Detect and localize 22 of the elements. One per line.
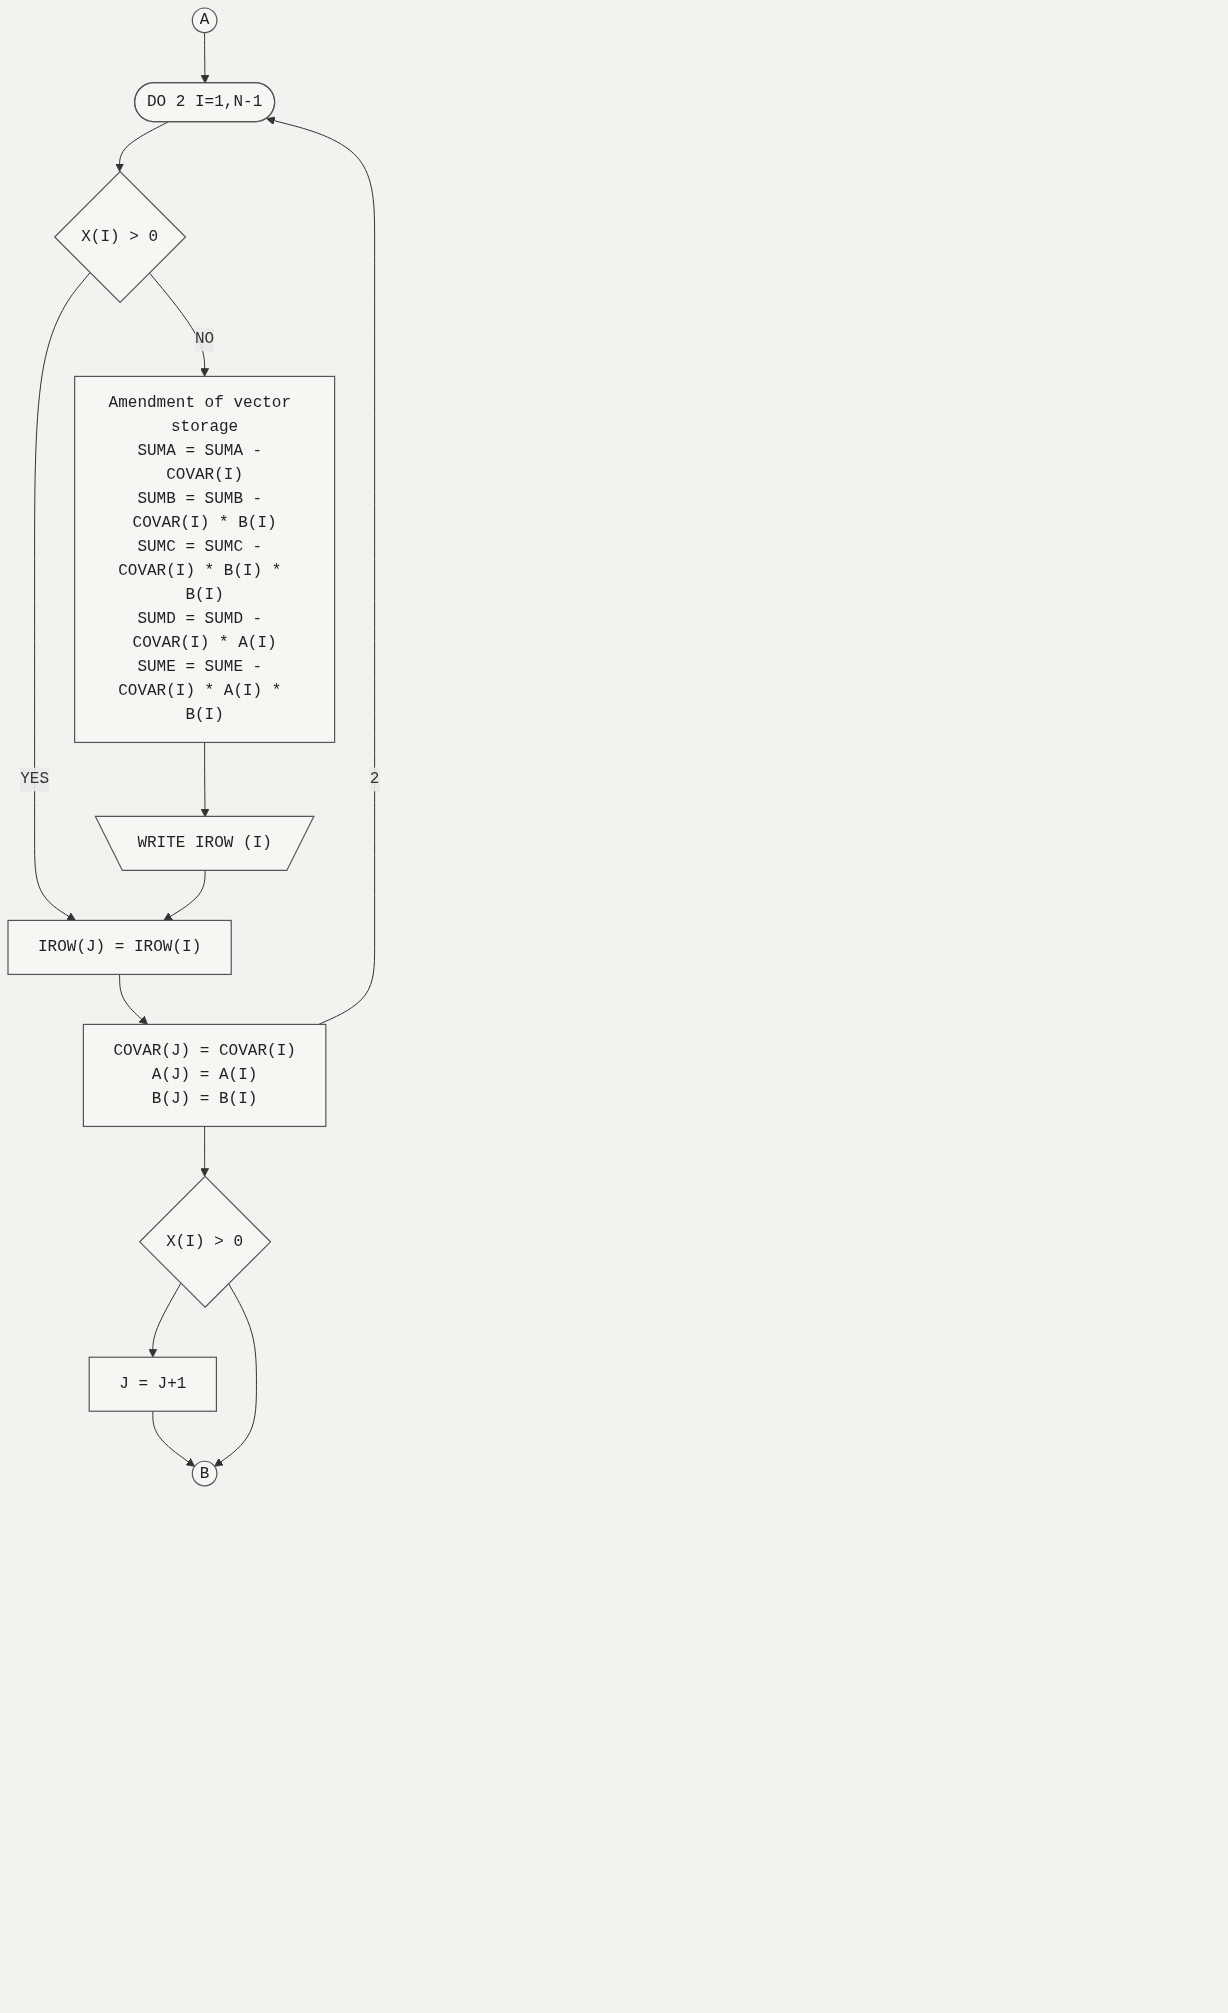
node-circle: A — [191, 7, 218, 34]
arrow — [200, 32, 210, 84]
node-diamond: X(I) > 0 — [53, 170, 187, 304]
node-box: IROW(J) = IROW(I) — [7, 919, 232, 975]
node-circle: B — [191, 1460, 218, 1487]
arrow — [152, 1410, 196, 1467]
arrow — [34, 272, 91, 921]
node-box: COVAR(J) = COVAR(I) A(J) = A(I) B(J) = B(I) — [82, 1023, 327, 1127]
edge-label: 2 — [369, 770, 380, 789]
arrow — [163, 870, 206, 921]
arrow — [266, 116, 376, 1025]
arrow — [115, 121, 169, 172]
node-box: Amendment of vector storage SUMA = SUMA - COVAR(I) SUMB = SUMB - COVAR(I) * B(I) SUMC = SUMC - COVAR(I) * B(I) * B(I) SUMD = SUMD - COVAR(I) * A(I) SUME = SUME - COVAR(I) * A(I) * B(I) — [74, 375, 336, 743]
edge-label: NO — [195, 330, 215, 349]
arrow — [148, 272, 209, 377]
arrow — [214, 1282, 257, 1467]
node-diamond: X(I) > 0 — [138, 1175, 272, 1309]
arrow — [200, 1125, 209, 1177]
edge-label: YES — [20, 770, 50, 789]
arrow — [119, 973, 148, 1025]
arrow — [148, 1282, 182, 1358]
node-box: J = J+1 — [88, 1356, 217, 1412]
